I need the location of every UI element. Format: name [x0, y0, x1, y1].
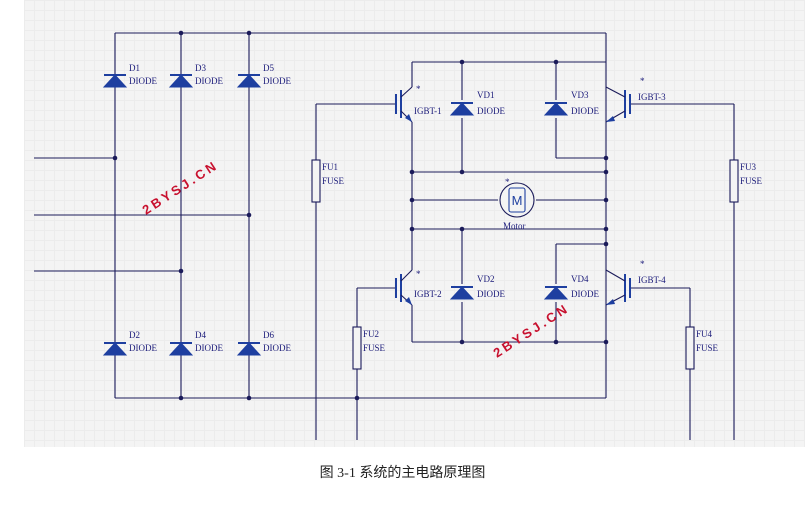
fuse-fu4: FU4 FUSE: [685, 326, 719, 370]
diode-d4-type: DIODE: [195, 343, 223, 353]
motor-mark: *: [505, 177, 510, 187]
diode-d6: D6 DIODE: [237, 330, 291, 356]
motor: M * Motor: [499, 177, 535, 231]
diode-d4-ref: D4: [195, 330, 206, 340]
fuse-fu4-type: FUSE: [696, 343, 719, 353]
diode-d6-type: DIODE: [263, 343, 291, 353]
diode-d3: D3 DIODE: [169, 63, 223, 88]
diode-d1-ref: D1: [129, 63, 140, 73]
fuse-fu4-ref: FU4: [696, 329, 713, 339]
fuse-fu3-type: FUSE: [740, 176, 763, 186]
igbt-4-ref: IGBT-4: [638, 275, 666, 285]
fuse-fu1: FU1 FUSE: [311, 159, 345, 203]
fuse-fu1-ref: FU1: [322, 162, 338, 172]
fuse-fu2-ref: FU2: [363, 329, 379, 339]
motor-symbol: M: [512, 193, 523, 208]
diode-vd3: VD3 DIODE: [544, 90, 599, 116]
igbt-4: * IGBT-4: [605, 259, 666, 306]
diode-vd2-ref: VD2: [477, 274, 495, 284]
diode-vd4: VD4 DIODE: [544, 274, 599, 300]
diode-vd1-ref: VD1: [477, 90, 495, 100]
fuse-fu2-type: FUSE: [363, 343, 386, 353]
diode-vd4-ref: VD4: [571, 274, 589, 284]
igbt-2-ref: IGBT-2: [414, 289, 442, 299]
diode-d3-ref: D3: [195, 63, 206, 73]
diode-d5: D5 DIODE: [237, 63, 291, 88]
igbt-4-mark: *: [640, 259, 645, 269]
diode-d1-type: DIODE: [129, 76, 157, 86]
fuse-fu3: FU3 FUSE: [729, 159, 763, 203]
fuse-fu3-ref: FU3: [740, 162, 757, 172]
h-bridge-wiring: [315, 33, 735, 440]
diode-vd4-type: DIODE: [571, 289, 599, 299]
diode-d2: D2 DIODE: [103, 330, 157, 356]
igbt-3: * IGBT-3: [605, 76, 666, 123]
igbt-2-mark: *: [416, 269, 421, 279]
igbt-1-ref: IGBT-1: [414, 106, 442, 116]
diode-vd2-type: DIODE: [477, 289, 505, 299]
rectifier-wiring: [34, 30, 606, 401]
diode-vd1: VD1 DIODE: [450, 90, 505, 116]
igbt-3-mark: *: [640, 76, 645, 86]
diode-vd3-ref: VD3: [571, 90, 589, 100]
watermark-left: 2BYSJ.CN: [139, 157, 221, 217]
igbt-3-ref: IGBT-3: [638, 92, 666, 102]
igbt-2: * IGBT-2: [395, 269, 442, 306]
diode-vd2: VD2 DIODE: [450, 274, 505, 300]
diode-d1: D1 DIODE: [103, 63, 157, 88]
motor-label: Motor: [503, 221, 526, 231]
igbt-1: * IGBT-1: [395, 84, 442, 123]
fuse-fu2: FU2 FUSE: [352, 326, 386, 370]
diode-d5-ref: D5: [263, 63, 274, 73]
figure-caption: 图 3-1 系统的主电路原理图: [319, 466, 486, 481]
diode-vd3-type: DIODE: [571, 106, 599, 116]
diode-d2-ref: D2: [129, 330, 140, 340]
fuse-fu1-type: FUSE: [322, 176, 345, 186]
diode-d6-ref: D6: [263, 330, 274, 340]
diode-d5-type: DIODE: [263, 76, 291, 86]
diode-vd1-type: DIODE: [477, 106, 505, 116]
schematic-sheet: [24, 0, 805, 447]
diode-d2-type: DIODE: [129, 343, 157, 353]
diode-d3-type: DIODE: [195, 76, 223, 86]
watermark-right: 2BYSJ.CN: [490, 300, 572, 360]
diode-d4: D4 DIODE: [169, 330, 223, 356]
igbt-1-mark: *: [416, 84, 421, 94]
